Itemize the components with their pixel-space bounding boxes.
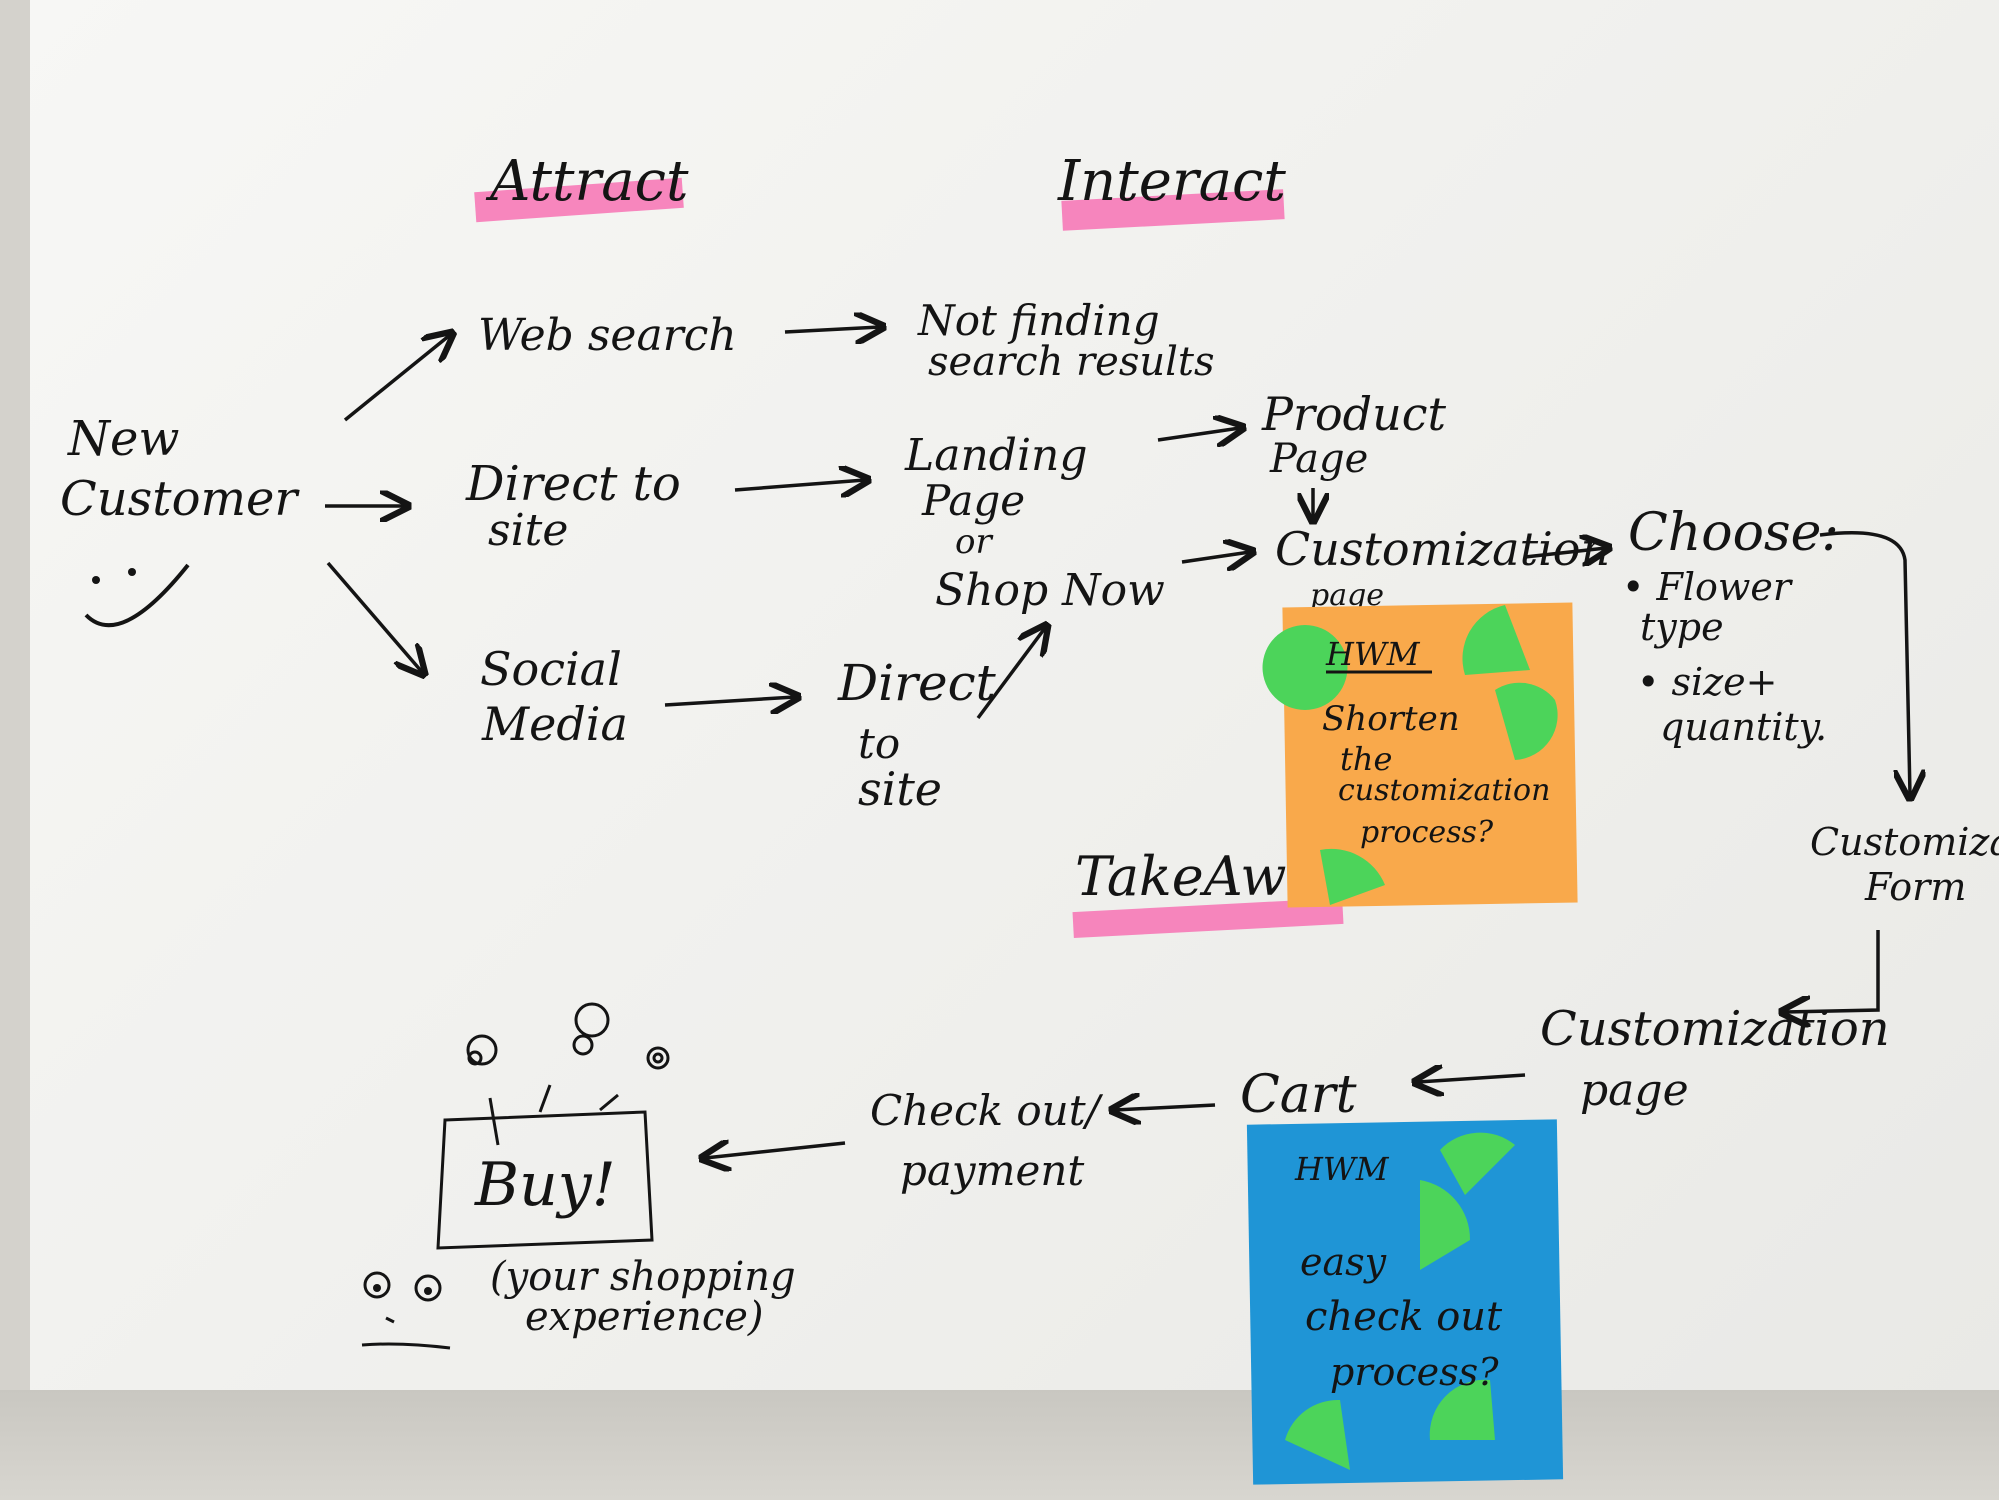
stage-takeaway-label: TakeAwa [1075, 845, 1319, 908]
direct-to-site-2-line-1: Direct [837, 654, 997, 712]
shop-now-label: Shop Now [935, 565, 1165, 616]
highlight-mark [474, 177, 684, 223]
node-choose: Choose: • Flower type • size+ quantity. [1622, 503, 1839, 749]
arrow-to-shop-now [976, 628, 1045, 720]
not-finding-line-1: Not finding [917, 296, 1160, 345]
social-media-line-1: Social [480, 642, 622, 696]
sticky-note-paper [1282, 602, 1578, 908]
choose-item-1: • Flower [1622, 565, 1794, 609]
highlight-mark [1061, 189, 1285, 231]
node-shopping-experience: (your shopping experience) [490, 1254, 796, 1340]
sticky-orange-line-2: Shorten [1322, 699, 1460, 739]
arrow-to-product-page [1157, 428, 1240, 440]
flower-stems [488, 1084, 619, 1146]
not-finding-line-2: search results [928, 339, 1215, 385]
choose-label: Choose: [1628, 503, 1839, 563]
arrow-to-web-search [343, 335, 450, 422]
new-customer-line-2: Customer [60, 471, 300, 527]
sticky-blue-line-4: process? [1330, 1350, 1499, 1394]
node-not-finding: Not finding search results [917, 296, 1215, 385]
arrow-form-to-customization-page [1785, 930, 1880, 1012]
customization-form-line-2: Form [1864, 865, 1966, 909]
sticky-orange-line-1: HWM [1325, 635, 1421, 673]
stage-interact: Interact [1057, 149, 1286, 231]
dot-sticker [1462, 605, 1530, 675]
sticky-note-blue: HWM easy check out process? [1246, 1119, 1564, 1485]
choose-item-4: quantity. [1660, 705, 1827, 749]
node-cart: Cart [1240, 1065, 1357, 1125]
sticky-orange-line-5: process? [1360, 815, 1494, 850]
checkout-line-1: Check out/ [870, 1086, 1104, 1135]
dot-sticker [1420, 1180, 1471, 1270]
node-direct-to-site-2: Direct to site [837, 654, 997, 816]
checkout-line-2: payment [900, 1146, 1084, 1195]
shopping-experience-line-1: (your shopping [490, 1254, 796, 1300]
highlight-mark [1072, 897, 1344, 939]
landing-page-line-2: Page [921, 476, 1025, 525]
node-customization-form: Customizati Form [1810, 820, 1999, 909]
dot-sticker [1262, 625, 1348, 710]
arrow-to-cart [1418, 1075, 1526, 1082]
or-label: or [955, 522, 993, 562]
dot-sticker [1495, 682, 1558, 760]
arrow-to-direct-site-2 [664, 697, 795, 705]
dot-sticker [1429, 1379, 1495, 1440]
flower-icon [466, 1002, 670, 1070]
arrow-to-customization-form [1819, 531, 1910, 795]
sad-face-icon [361, 1271, 451, 1350]
social-media-line-2: Media [481, 697, 628, 751]
product-page-line-2: Page [1269, 436, 1368, 482]
arrow-to-checkout [1115, 1105, 1216, 1110]
flow-arrows [325, 327, 1910, 1158]
stage-takeaway: TakeAwa [1072, 845, 1344, 939]
new-customer-line-1: New [67, 411, 180, 467]
arrow-shop-now-to-customization [1181, 552, 1250, 562]
arrow-to-not-finding [784, 327, 880, 332]
node-checkout: Check out/ payment [870, 1086, 1104, 1195]
sticky-orange-line-4: customization [1338, 773, 1550, 808]
paper-sheet [30, 0, 1999, 1390]
choose-item-2: type [1640, 605, 1724, 649]
stage-interact-label: Interact [1057, 149, 1286, 214]
sticky-blue-line-1: HWM [1294, 1150, 1390, 1188]
choose-item-3: • size+ [1637, 660, 1778, 704]
node-social-media: Social Media [480, 642, 628, 751]
customization-form-line-1: Customizati [1810, 820, 1999, 864]
product-page-line-1: Product [1261, 387, 1446, 441]
node-direct-to-site: Direct to site [465, 456, 681, 556]
sticky-blue-line-2: easy [1300, 1240, 1387, 1284]
arrow-to-buy [705, 1143, 846, 1158]
shopping-box-outline [436, 1110, 654, 1250]
direct-to-site-line-2: site [488, 505, 568, 556]
sticky-note-orange: HWM Shorten the customization process? [1262, 602, 1578, 908]
arrow-to-social-media [326, 561, 422, 672]
direct-to-site-2-line-3: site [858, 762, 942, 816]
arrow-to-choose [1524, 548, 1606, 557]
customization-page-2-line-2: page [1580, 1065, 1689, 1116]
node-buy: Buy! [436, 1002, 670, 1250]
arrow-to-landing-page [734, 480, 865, 490]
node-customization-page-1: Customization page [1275, 522, 1610, 613]
node-landing-page: Landing Page or Shop Now [904, 430, 1165, 616]
shopping-experience-line-2: experience) [525, 1294, 764, 1340]
desk-surface [0, 1390, 1999, 1500]
node-web-search: Web search [478, 310, 737, 361]
sticky-blue-line-3: check out [1305, 1294, 1503, 1340]
stage-attract: Attract [474, 149, 689, 223]
stage-attract-label: Attract [485, 149, 689, 214]
buy-label: Buy! [474, 1150, 616, 1220]
dot-sticker [1320, 848, 1385, 905]
direct-to-site-line-1: Direct to [465, 456, 681, 512]
dot-sticker [1285, 1399, 1350, 1470]
node-new-customer: New Customer [60, 411, 300, 627]
landing-page-line-1: Landing [904, 430, 1088, 481]
smiley-face-icon [84, 563, 190, 627]
customization-page-1-line-1: Customization [1275, 522, 1610, 576]
dot-sticker [1440, 1132, 1515, 1195]
sticky-orange-line-3: the [1340, 740, 1392, 778]
node-product-page: Product Page [1261, 387, 1446, 482]
direct-to-site-2-line-2: to [858, 719, 900, 768]
node-customization-page-2: Customization page [1540, 1001, 1890, 1116]
